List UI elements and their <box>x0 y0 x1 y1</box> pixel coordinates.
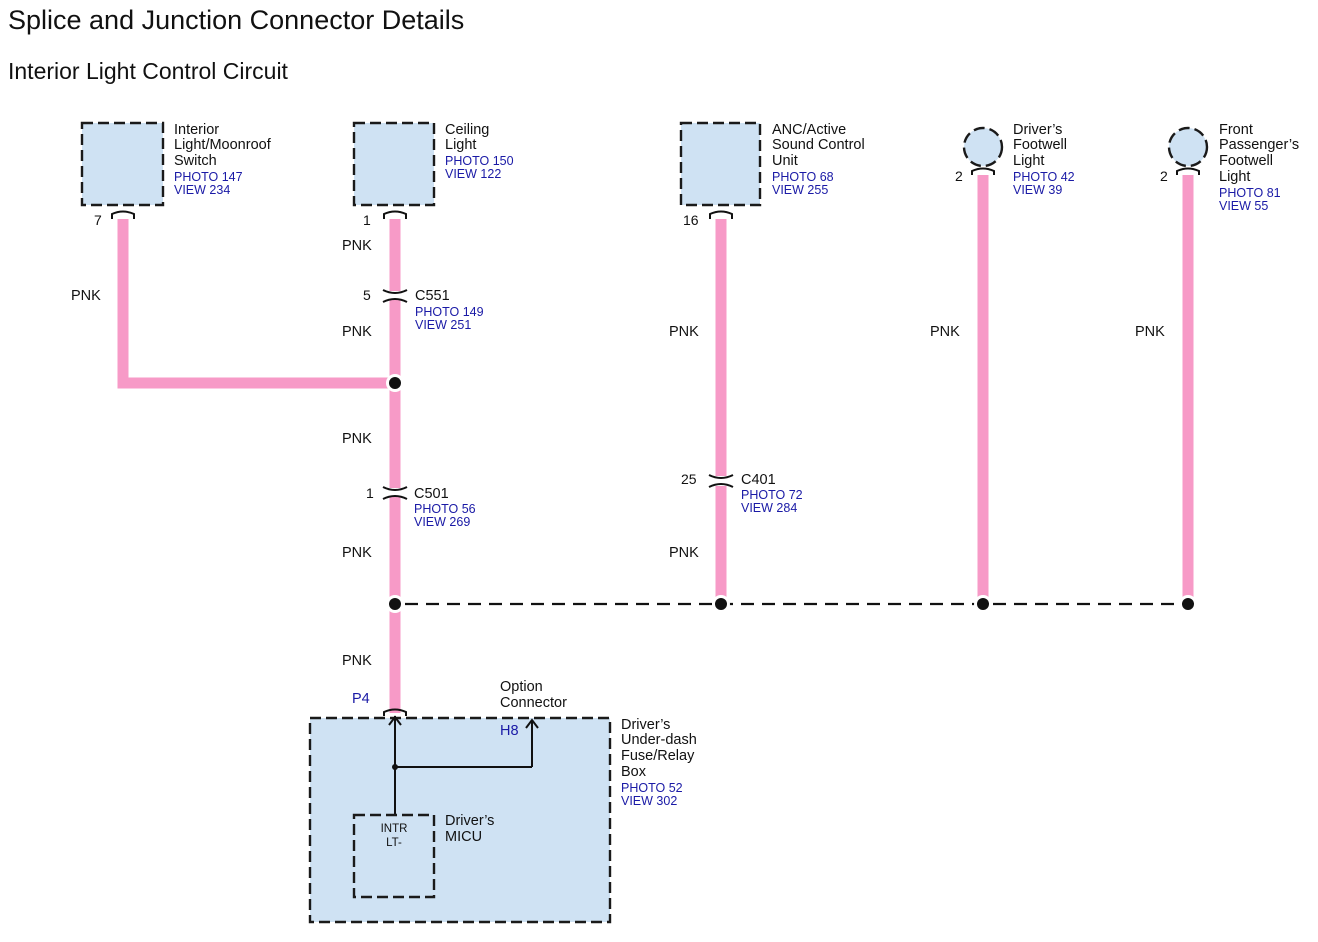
inline-connector-c501-mark <box>382 486 408 500</box>
svg-text:PNK: PNK <box>930 324 960 340</box>
ceiling-light-pin: 1 <box>363 212 371 228</box>
svg-text:Unit: Unit <box>772 153 798 169</box>
interior-switch-photo: PHOTO 147 <box>174 170 243 184</box>
svg-text:25: 25 <box>681 471 697 487</box>
option-connector-pin: H8 <box>500 723 519 739</box>
passenger-footwell-pin: 2 <box>1160 168 1168 184</box>
svg-text:PNK: PNK <box>669 324 699 340</box>
splice-points <box>386 374 1197 613</box>
passenger-footwell-label: Front Passenger’s Footwell Light PHOTO 8… <box>1219 122 1299 213</box>
anc-unit-photo: PHOTO 68 <box>772 170 834 184</box>
anc-unit-view: VIEW 255 <box>772 183 828 197</box>
svg-text:PNK: PNK <box>71 288 101 304</box>
wire-color-labels: PNK PNK PNK PNK PNK PNK PNK PNK PNK PNK <box>71 238 1165 669</box>
svg-text:C501: C501 <box>414 486 449 502</box>
svg-text:VIEW 269: VIEW 269 <box>414 515 470 529</box>
driver-footwell-label: Driver’s Footwell Light PHOTO 42 VIEW 39 <box>1013 122 1075 197</box>
svg-text:Front: Front <box>1219 122 1253 138</box>
svg-text:Ceiling: Ceiling <box>445 122 489 138</box>
svg-text:PNK: PNK <box>669 545 699 561</box>
svg-text:VIEW 284: VIEW 284 <box>741 501 797 515</box>
ceiling-light-photo: PHOTO 150 <box>445 154 514 168</box>
fuse-box-label: Driver’s Under-dash Fuse/Relay Box PHOTO… <box>621 717 697 808</box>
svg-text:PHOTO 72: PHOTO 72 <box>741 488 803 502</box>
anc-unit-label: ANC/Active Sound Control Unit PHOTO 68 V… <box>772 122 865 197</box>
driver-footwell-photo: PHOTO 42 <box>1013 170 1075 184</box>
svg-text:ANC/Active: ANC/Active <box>772 122 846 138</box>
svg-text:Sound Control: Sound Control <box>772 137 865 153</box>
svg-text:5: 5 <box>363 287 371 303</box>
svg-text:Fuse/Relay: Fuse/Relay <box>621 748 695 764</box>
micu-label: Driver’s MICU <box>445 813 494 845</box>
interior-switch-label: Interior Light/Moonroof Switch PHOTO 147… <box>174 122 272 197</box>
passenger-footwell-view: VIEW 55 <box>1219 199 1268 213</box>
page-subtitle: Interior Light Control Circuit <box>8 58 289 84</box>
svg-text:Under-dash: Under-dash <box>621 732 697 748</box>
svg-text:PNK: PNK <box>342 324 372 340</box>
svg-text:INTR: INTR <box>381 823 408 835</box>
ceiling-light-label: Ceiling Light PHOTO 150 VIEW 122 <box>445 122 514 181</box>
fuse-box-view: VIEW 302 <box>621 794 677 808</box>
svg-text:Driver’s: Driver’s <box>445 813 494 829</box>
connector-c551-label: 5 C551 PHOTO 149 VIEW 251 <box>363 287 484 332</box>
page-title: Splice and Junction Connector Details <box>8 5 464 35</box>
anc-unit-box <box>679 121 762 207</box>
inline-connector-c551-mark <box>382 289 408 303</box>
svg-text:Light: Light <box>1219 169 1250 185</box>
option-connector-label: Option Connector <box>500 679 567 711</box>
svg-text:PHOTO 56: PHOTO 56 <box>414 502 476 516</box>
interior-switch-pin: 7 <box>94 212 102 228</box>
passenger-footwell-circle <box>1167 126 1209 168</box>
svg-text:VIEW 251: VIEW 251 <box>415 318 471 332</box>
fuse-box-pin: P4 <box>352 691 370 707</box>
svg-text:Option: Option <box>500 679 543 695</box>
connector-c401-label: 25 C401 PHOTO 72 VIEW 284 <box>681 471 803 515</box>
ceiling-light-view: VIEW 122 <box>445 167 501 181</box>
wire-interior-switch <box>117 219 395 389</box>
anc-unit-pin: 16 <box>683 212 699 228</box>
svg-text:PNK: PNK <box>342 653 372 669</box>
svg-text:1: 1 <box>366 485 374 501</box>
svg-text:Box: Box <box>621 764 647 780</box>
svg-text:PHOTO 149: PHOTO 149 <box>415 305 484 319</box>
svg-text:PNK: PNK <box>342 238 372 254</box>
driver-footwell-pin: 2 <box>955 168 963 184</box>
svg-text:PNK: PNK <box>342 545 372 561</box>
driver-footwell-circle <box>962 126 1004 168</box>
fuse-box-internal-circuit <box>388 715 539 815</box>
inline-connector-c401-mark <box>708 474 734 488</box>
wires <box>117 175 1194 713</box>
micu-box <box>352 813 436 899</box>
svg-text:Connector: Connector <box>500 695 567 711</box>
svg-text:PNK: PNK <box>342 431 372 447</box>
svg-text:LT-: LT- <box>386 837 402 849</box>
svg-text:C401: C401 <box>741 472 776 488</box>
svg-text:Interior: Interior <box>174 122 219 138</box>
connector-c501-label: 1 C501 PHOTO 56 VIEW 269 <box>366 485 476 529</box>
passenger-footwell-photo: PHOTO 81 <box>1219 186 1281 200</box>
svg-text:MICU: MICU <box>445 829 482 845</box>
terminal-marks <box>111 167 1200 716</box>
svg-text:Light: Light <box>445 137 476 153</box>
svg-text:Footwell: Footwell <box>1013 137 1067 153</box>
svg-text:Driver’s: Driver’s <box>1013 122 1062 138</box>
svg-text:Switch: Switch <box>174 153 217 169</box>
micu-terminal-label: INTR LT- <box>381 823 408 849</box>
driver-footwell-view: VIEW 39 <box>1013 183 1062 197</box>
interior-switch-view: VIEW 234 <box>174 183 230 197</box>
svg-text:Light/Moonroof: Light/Moonroof <box>174 137 272 153</box>
ceiling-light-box <box>352 121 436 207</box>
svg-text:C551: C551 <box>415 288 450 304</box>
svg-text:Footwell: Footwell <box>1219 153 1273 169</box>
svg-text:Light: Light <box>1013 153 1044 169</box>
interior-switch-box <box>80 121 165 207</box>
svg-text:Passenger’s: Passenger’s <box>1219 137 1299 153</box>
fuse-box-photo: PHOTO 52 <box>621 781 683 795</box>
svg-text:PNK: PNK <box>1135 324 1165 340</box>
svg-text:Driver’s: Driver’s <box>621 717 670 733</box>
